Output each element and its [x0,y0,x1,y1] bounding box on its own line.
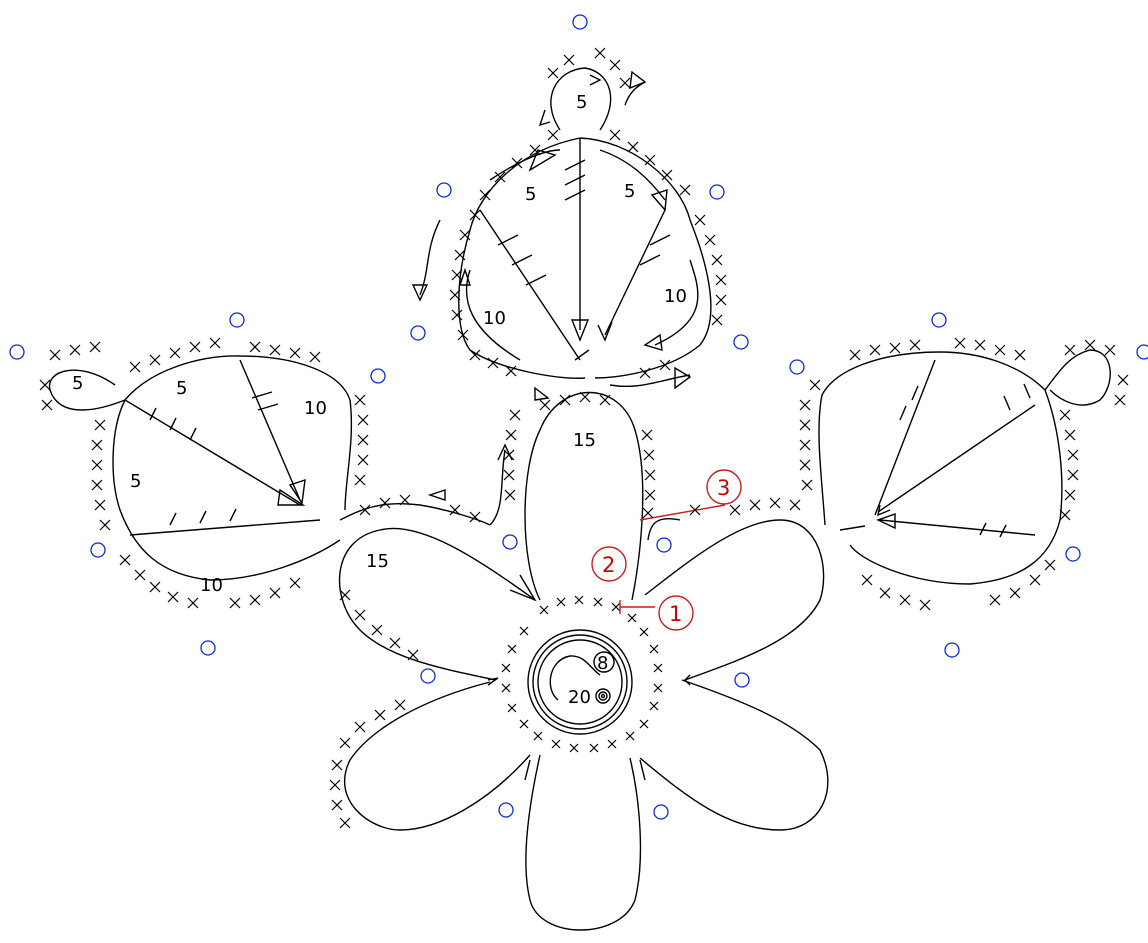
count-left-tip: 5 [72,373,83,394]
right-leaf [819,350,1110,584]
count-left-upper-right: 10 [304,398,327,419]
callout-label-3: 3 [717,476,730,500]
count-top-tip: 5 [576,92,587,113]
top-leaf [413,68,711,400]
callout-label-2: 2 [602,553,615,577]
petal-bottom [526,755,641,930]
count-center-inner-20: 20 [568,687,591,708]
center-flower [340,393,828,931]
connecting-chains [340,445,725,614]
petal-upper-right [645,520,824,680]
count-left-petal: 15 [366,551,389,572]
count-left-top: 5 [176,378,187,399]
center-ring-outer [528,630,632,734]
petal-lower-left [345,682,530,830]
count-top-left: 5 [525,184,536,205]
count-left-middle: 5 [130,471,141,492]
count-top-lower-right: 10 [664,286,687,307]
count-top-lower-left: 10 [483,308,506,329]
callout-label-1: 1 [669,602,682,626]
count-center-petal: 15 [573,430,596,451]
count-top-right: 5 [624,181,635,202]
count-center-inner-8: 8 [597,653,608,674]
count-left-bottom: 10 [200,575,223,596]
petal-lower-right [640,680,828,830]
